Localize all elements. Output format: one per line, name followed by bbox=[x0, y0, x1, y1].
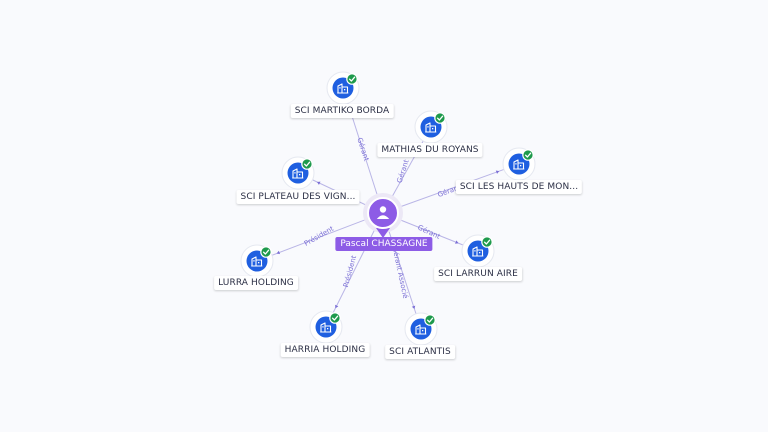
company-label-hauts[interactable]: SCI LES HAUTS DE MON... bbox=[455, 180, 583, 194]
company-label-plateau[interactable]: SCI PLATEAU DES VIGN... bbox=[236, 190, 360, 204]
edge-arrow-hauts bbox=[495, 170, 500, 174]
company-label-lurra[interactable]: LURRA HOLDING bbox=[214, 276, 298, 290]
edge-arrow-larrun bbox=[455, 240, 459, 244]
center-person-label[interactable]: Pascal CHASSAGNE bbox=[335, 237, 433, 251]
edge-arrow-plateau bbox=[317, 181, 321, 185]
company-node-martiko[interactable] bbox=[326, 71, 360, 105]
building-icon bbox=[251, 256, 263, 267]
verified-check-icon bbox=[301, 158, 313, 170]
verified-check-icon bbox=[260, 246, 272, 258]
edge-atlantis bbox=[382, 212, 422, 330]
edge-role-label-mathias: Gérant bbox=[396, 158, 411, 184]
edge-role-label-martiko: Gérant bbox=[355, 137, 370, 163]
verified-check-icon bbox=[329, 312, 341, 324]
verified-check-icon bbox=[424, 314, 436, 326]
verified-check-icon bbox=[522, 149, 534, 161]
edge-role-label-atlantis: Gérant Associé bbox=[391, 246, 410, 299]
building-icon bbox=[320, 322, 332, 333]
company-node-lurra[interactable] bbox=[240, 244, 274, 278]
company-node-atlantis[interactable] bbox=[404, 312, 438, 346]
edge-arrow-atlantis bbox=[411, 305, 416, 310]
edge-arrow-harria bbox=[335, 304, 339, 309]
verified-check-icon bbox=[346, 73, 358, 85]
person-icon bbox=[376, 206, 390, 219]
company-node-larrun[interactable] bbox=[461, 234, 495, 268]
edge-role-label-lurra: Président bbox=[303, 225, 335, 248]
company-node-mathias[interactable] bbox=[414, 110, 448, 144]
company-label-atlantis[interactable]: SCI ATLANTIS bbox=[385, 345, 455, 359]
building-icon bbox=[292, 168, 304, 179]
company-label-larrun[interactable]: SCI LARRUN AIRE bbox=[434, 267, 522, 281]
company-node-harria[interactable] bbox=[309, 310, 343, 344]
edge-role-label-harria: Président bbox=[342, 254, 358, 288]
company-label-harria[interactable]: HARRIA HOLDING bbox=[280, 343, 370, 357]
building-icon bbox=[513, 159, 525, 170]
building-icon bbox=[472, 246, 484, 257]
company-label-mathias[interactable]: MATHIAS DU ROYANS bbox=[377, 143, 483, 157]
edge-arrow-lurra bbox=[276, 250, 281, 255]
company-label-martiko[interactable]: SCI MARTIKO BORDA bbox=[290, 104, 394, 118]
building-icon bbox=[415, 324, 427, 335]
edge-hauts bbox=[382, 163, 520, 214]
building-icon bbox=[337, 83, 349, 94]
center-person-node[interactable] bbox=[363, 193, 403, 238]
verified-check-icon bbox=[481, 236, 493, 248]
company-node-hauts[interactable] bbox=[502, 147, 536, 181]
verified-check-icon bbox=[434, 112, 446, 124]
company-node-plateau[interactable] bbox=[281, 156, 315, 190]
center-person-name: Pascal CHASSAGNE bbox=[340, 239, 428, 249]
building-icon bbox=[425, 122, 437, 133]
